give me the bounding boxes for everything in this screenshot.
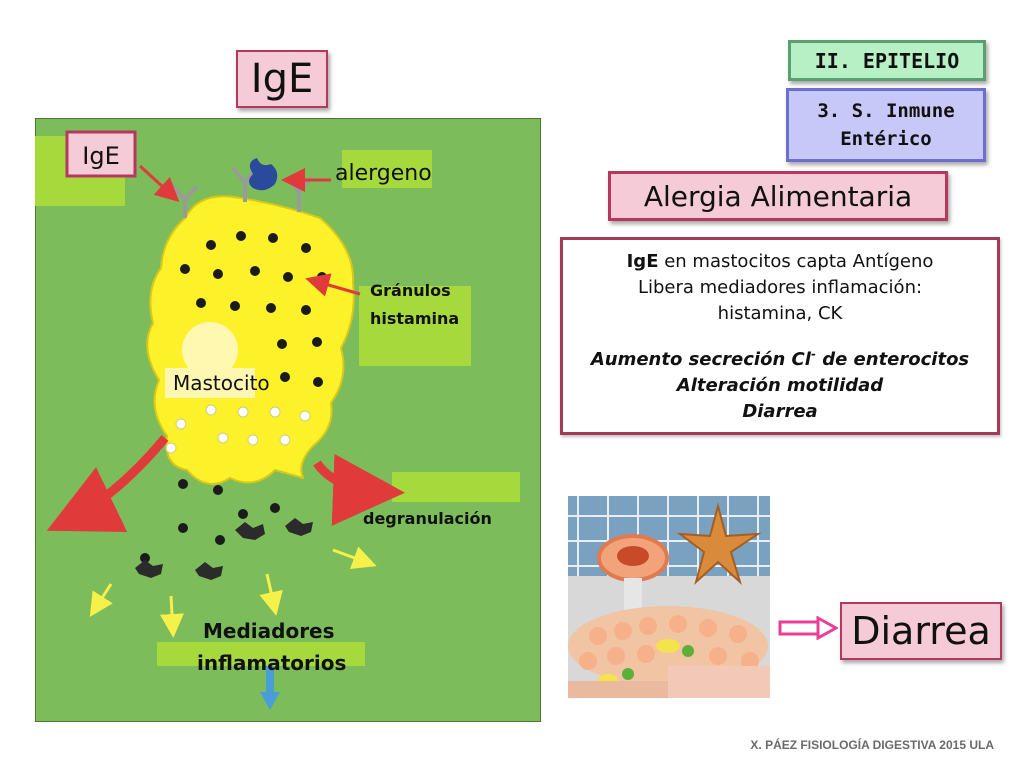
- description-box: IgE en mastocitos capta Antígeno Libera …: [560, 237, 1000, 435]
- granules-pointer-arrow: [305, 273, 361, 297]
- mediator-arrows: [89, 546, 377, 638]
- granules-label-bg: [359, 286, 471, 366]
- mediators-label-bg: [157, 642, 365, 666]
- title-ige: IgE: [236, 50, 328, 108]
- desc-line3: histamina, CK: [717, 303, 843, 324]
- mediators-label-line1: Mediadores: [203, 619, 335, 643]
- empty-granules: [165, 404, 311, 454]
- result-text: Diarrea: [851, 609, 991, 653]
- desc-line4-sup: -: [810, 347, 816, 361]
- mediator-blobs: [135, 518, 313, 580]
- degranulation-label: degranulación: [363, 509, 492, 528]
- granules-label-line2: histamina: [370, 309, 459, 328]
- desc-line4: Aumento secreción Cl- de enterocitos: [591, 341, 969, 373]
- degranulation-arrow-left: [46, 435, 169, 533]
- subsection-line1: 3. S. Inmune: [817, 100, 955, 122]
- starfish: [676, 502, 762, 586]
- desc-line4-a: Aumento secreción Cl: [590, 349, 811, 370]
- result-box: Diarrea: [840, 602, 1002, 660]
- degranulation-arrow-right: [313, 453, 405, 526]
- mast-cell-diagram: IgE alergeno Gránulos histamina Mastocit…: [35, 118, 541, 722]
- seafood-photo: [568, 496, 770, 698]
- desc-line5: Alteración motilidad: [676, 375, 884, 396]
- granules-label-line1: Gránulos: [370, 281, 451, 300]
- section-tag: II. EPITELIO: [788, 40, 986, 81]
- heading-text: Alergia Alimentaria: [643, 179, 913, 213]
- allergen-label-bg: [342, 150, 432, 188]
- desc-line1-bold: IgE: [626, 251, 659, 272]
- degranulation-label-bg: [392, 472, 520, 502]
- desc-line2: Libera mediadores inflamación:: [637, 277, 923, 298]
- mast-cell-label-bg: [165, 368, 255, 398]
- subsection-tag: 3. S. Inmune Entérico: [786, 88, 986, 162]
- desc-line6: Diarrea: [742, 401, 818, 422]
- subsection-line2: Entérico: [840, 128, 932, 150]
- desc-line1-rest: en mastocitos capta Antígeno: [658, 251, 934, 272]
- mediators-label-line2: inflamatorios: [197, 651, 346, 675]
- ige-pointer-arrow: [138, 164, 180, 203]
- desc-line4-b: de enterocitos: [815, 349, 970, 370]
- footer-credit: X. PÁEZ FISIOLOGÍA DIGESTIVA 2015 ULA: [750, 738, 994, 752]
- title-text: IgE: [250, 56, 314, 102]
- section-tag-label: II. EPITELIO: [814, 48, 960, 73]
- desc-line1: IgE en mastocitos capta Antígeno: [627, 249, 934, 275]
- nucleus: [182, 322, 238, 378]
- output-arrow: [260, 666, 280, 710]
- result-arrow: [778, 616, 838, 640]
- ige-label-box: [65, 130, 137, 178]
- allergen-icon: [249, 158, 278, 191]
- ige-label: IgE: [82, 142, 119, 170]
- released-granules: [140, 479, 280, 563]
- mast-cell-label: Mastocito: [173, 371, 270, 395]
- allergen-label: alergeno: [335, 161, 432, 186]
- heading-box: Alergia Alimentaria: [608, 171, 948, 221]
